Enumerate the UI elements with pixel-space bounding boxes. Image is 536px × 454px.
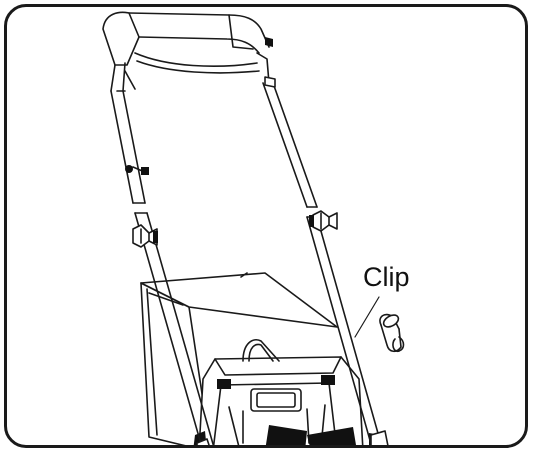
bottom-fasteners [196,430,389,445]
upper-left-knob [125,165,149,175]
right-knob [309,210,338,232]
top-handle-bar [102,11,270,92]
lower-left-knob [132,224,158,248]
callout-leader-line [354,296,380,338]
clip-label: Clip [363,262,410,292]
illustration-frame: Clip [4,4,528,448]
cable-clip [379,313,405,353]
vent-panel [250,388,302,412]
mower-body [193,339,381,445]
upper-right-bolt [264,37,276,88]
lawnmower-assembly-drawing [102,11,405,445]
left-handle-tube [110,70,215,445]
